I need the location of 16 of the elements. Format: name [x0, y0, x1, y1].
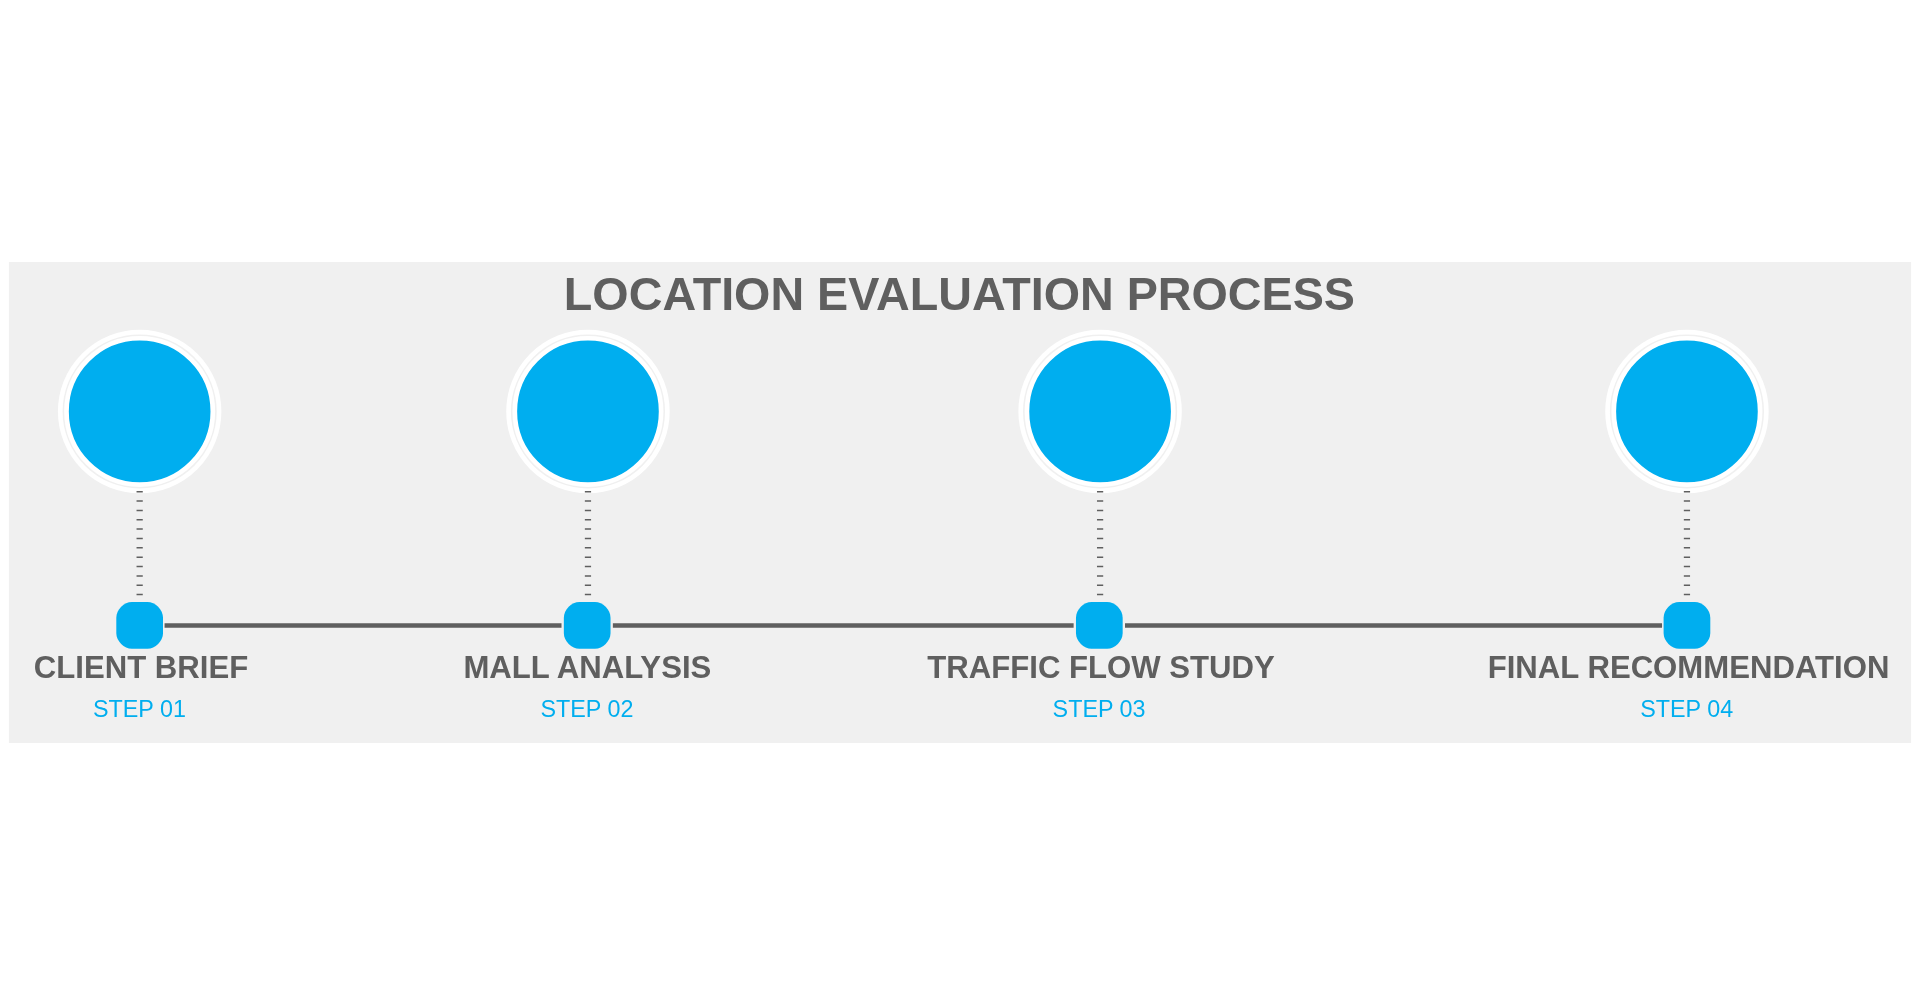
node-label: CLIENT BRIEF [33, 650, 249, 686]
node-pin [1605, 329, 1769, 494]
node-label: TRAFFIC FLOW STUDY [927, 650, 1275, 686]
node-pin [506, 329, 670, 494]
node-label: FINAL RECOMMENDATION [1487, 650, 1890, 686]
node-label: STEP 03 [1052, 696, 1146, 723]
node-pin [57, 329, 222, 494]
connector [164, 623, 562, 628]
node-label: MALL ANALYSIS [463, 650, 712, 686]
node-label: STEP 04 [1640, 696, 1734, 723]
connector [1125, 623, 1663, 628]
node-label: STEP 01 [92, 696, 186, 723]
connector [612, 623, 1074, 628]
node-label: STEP 02 [540, 696, 634, 723]
diagram-title: LOCATION EVALUATION PROCESS [563, 268, 1355, 321]
node-pin [1018, 329, 1182, 494]
